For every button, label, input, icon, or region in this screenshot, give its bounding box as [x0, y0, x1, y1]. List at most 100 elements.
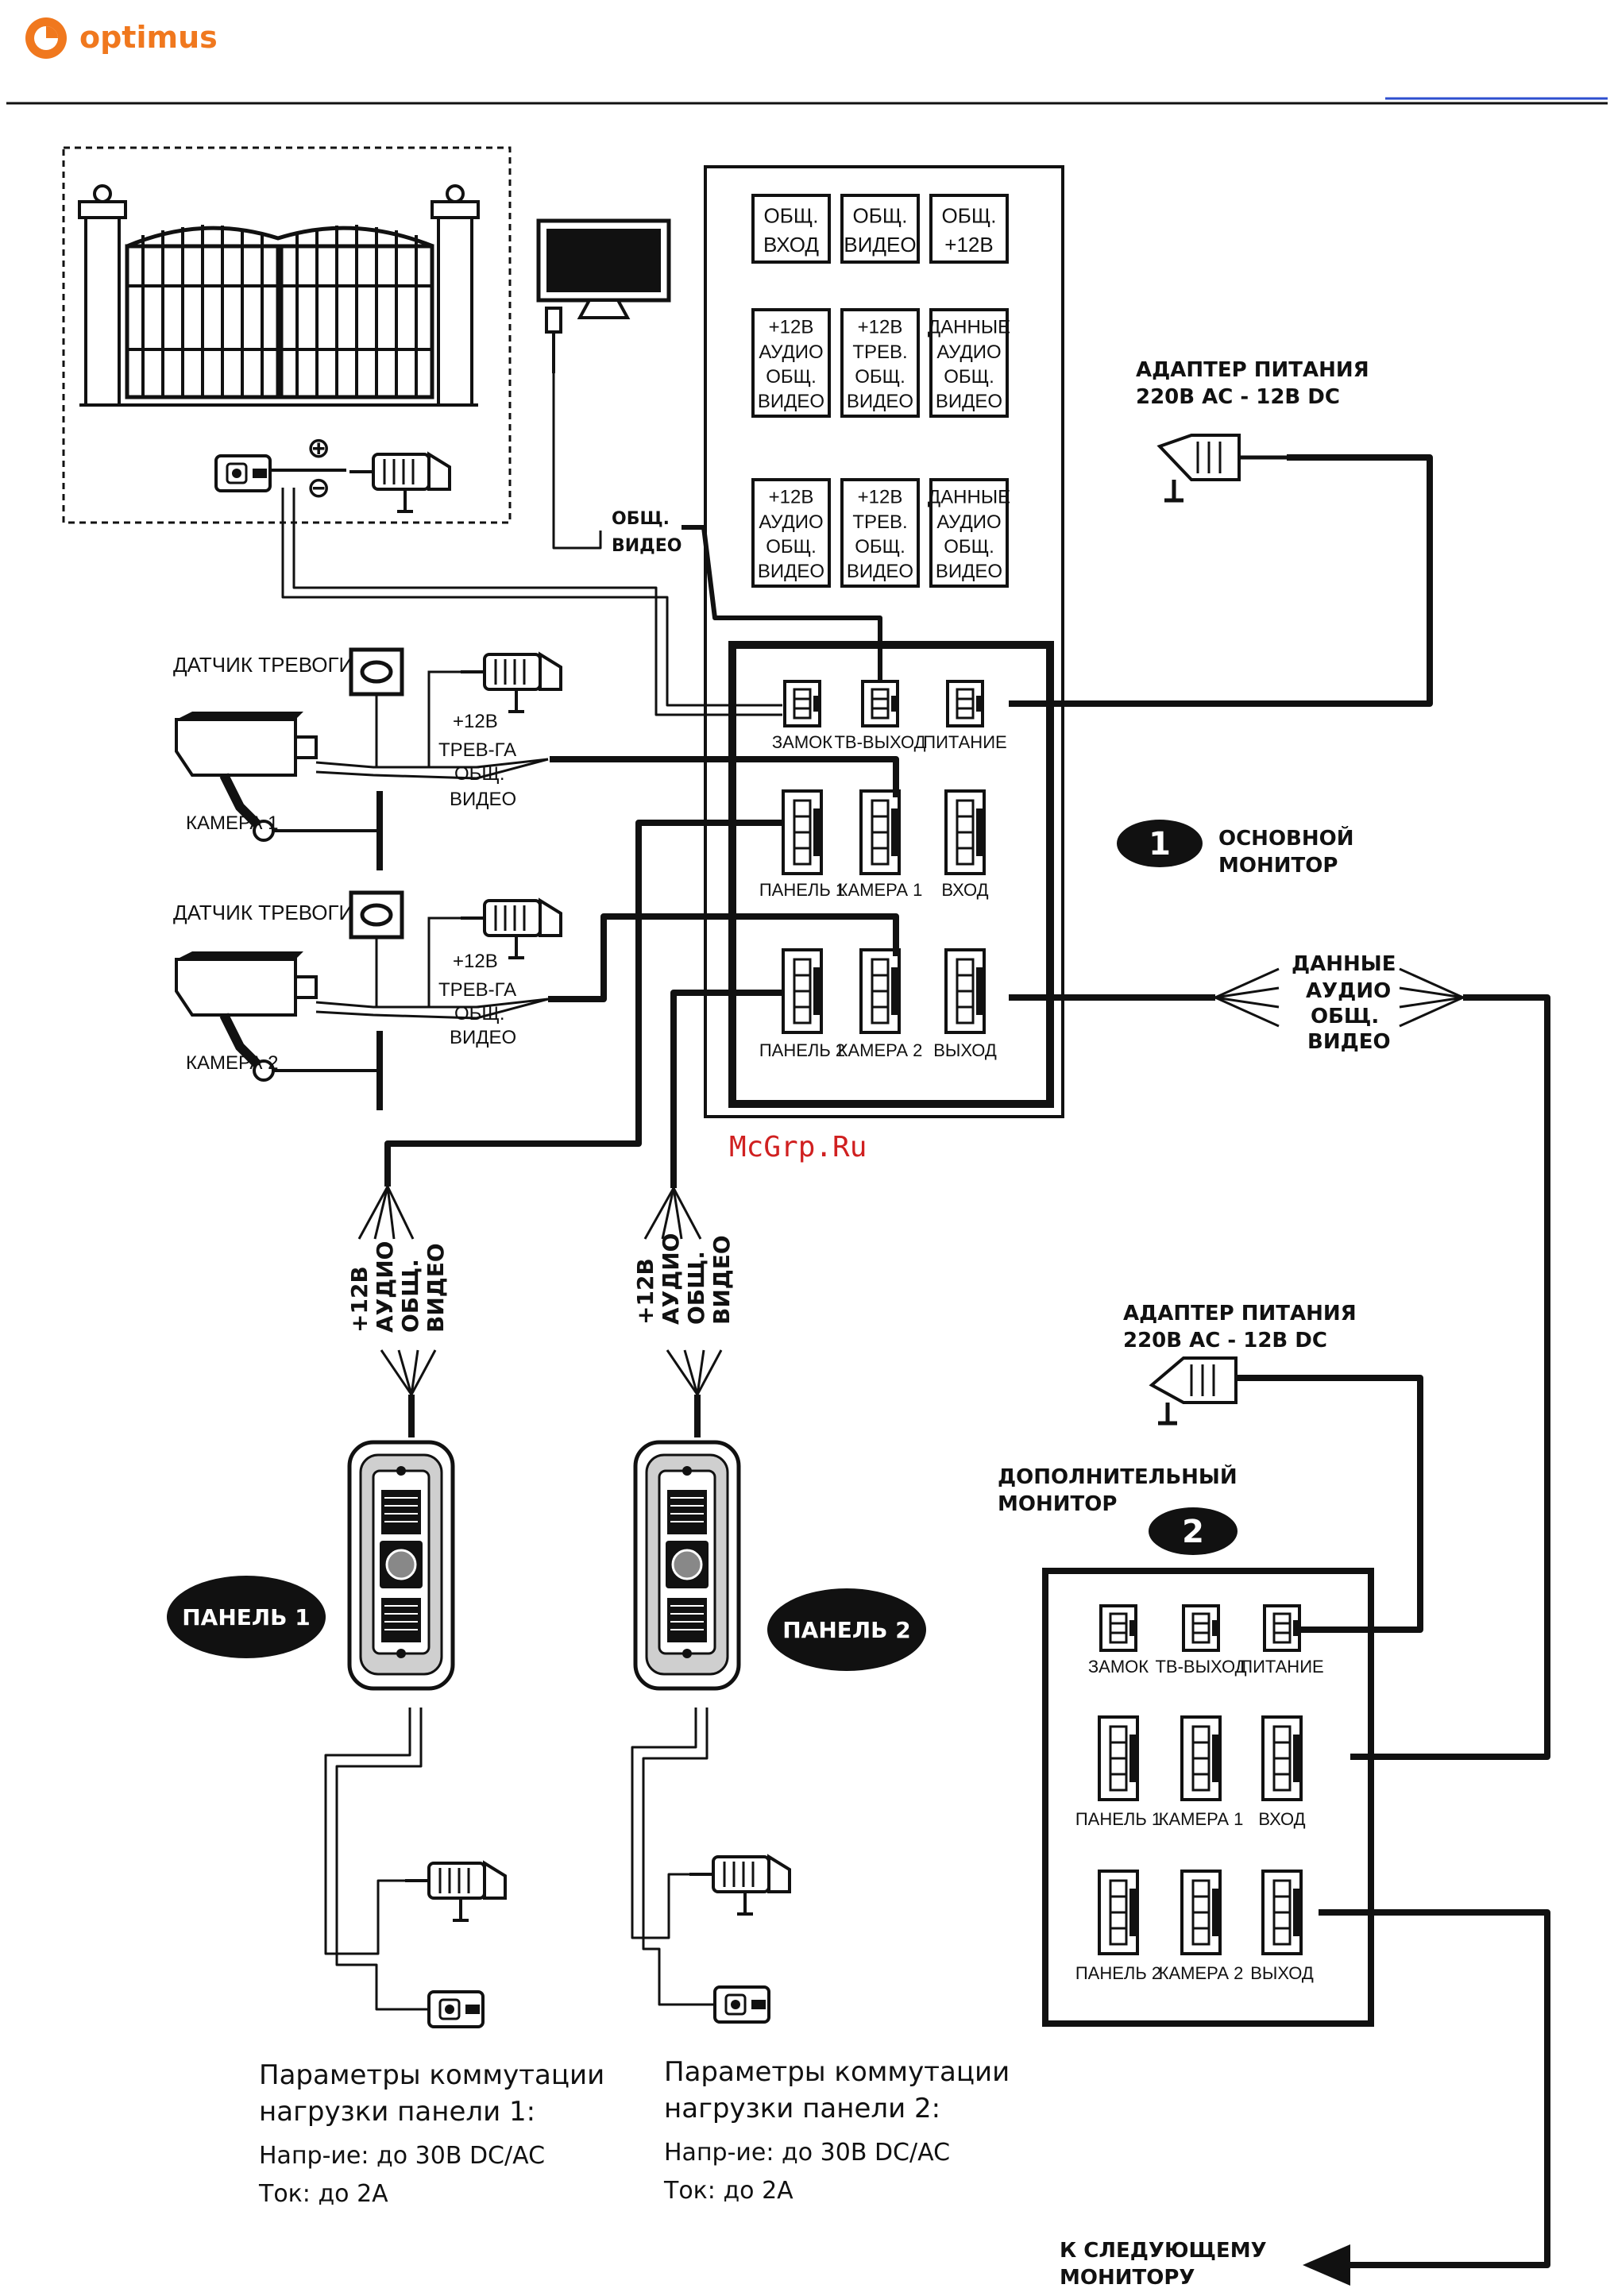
- legend-line: ОБЩ.: [855, 366, 905, 388]
- camera-1-wire-video: ВИДЕО: [450, 789, 516, 810]
- camera-1-icon: [176, 712, 383, 870]
- port-label: ПАНЕЛЬ 1: [1075, 1809, 1161, 1829]
- data-bus-fan: [1214, 967, 1464, 1028]
- legend-line: ОБЩ.: [944, 536, 994, 558]
- legend-line: АУДИО: [759, 511, 823, 533]
- port-label: КАМЕРА 1: [838, 880, 923, 900]
- camera-1-wire-gnd: ОБЩ.: [454, 763, 505, 785]
- connector-питание-icon: [1263, 1604, 1303, 1652]
- camera-1-wire-alarm: ТРЕВ-ГА: [438, 739, 516, 761]
- port-label: ВЫХОД: [1250, 1963, 1314, 1983]
- port-label: КАМЕРА 2: [1159, 1963, 1244, 1983]
- legend-line: ВИДЕО: [844, 233, 916, 257]
- call-panel-2-icon: [635, 1442, 739, 1688]
- legend-line: ОБЩ.: [944, 366, 994, 388]
- main-monitor-connector-panel: [728, 641, 1054, 1108]
- extra-monitor-title-1: ДОПОЛНИТЕЛЬНЫЙ: [998, 1464, 1238, 1489]
- camera-2-wire-video: ВИДЕО: [450, 1027, 516, 1048]
- port-label: ПАНЕЛЬ 1: [759, 880, 845, 900]
- extra-monitor-connector-panel: [1042, 1568, 1374, 2027]
- power-plug-icon: [348, 453, 451, 513]
- camera-2-wires: [315, 916, 549, 1020]
- legend-line: ОБЩ.: [853, 204, 908, 228]
- connector-камера-2-icon: [1180, 1870, 1222, 1955]
- panel-1-badge: [167, 1576, 326, 1658]
- call-panel-1-icon: [349, 1442, 453, 1688]
- camera-1-plug-icon: [459, 653, 562, 713]
- panel-2-wire-fan: [643, 1187, 723, 1437]
- legend-line: ДАННЫЕ: [928, 487, 1010, 508]
- legend-line: ВИДЕО: [758, 391, 824, 412]
- panel-2-wire-audio: АУДИО: [658, 1233, 684, 1325]
- port-label: ВЫХОД: [933, 1040, 997, 1060]
- legend-block: [929, 308, 1009, 418]
- tv-label-line2: ВИДЕО: [612, 536, 682, 556]
- legend-line: ТРЕВ.: [852, 511, 907, 533]
- camera-2-label: КАМЕРА 2: [186, 1052, 278, 1074]
- legend-block: [840, 308, 920, 418]
- legend-line: ОБЩ.: [766, 536, 817, 558]
- legend-block: [929, 478, 1009, 588]
- data-bus-label-4: ВИДЕО: [1307, 1030, 1391, 1054]
- connector-панель-1-icon: [782, 789, 823, 875]
- panel-2-wire-video: ВИДЕО: [709, 1235, 735, 1325]
- main-monitor-badge-number: 1: [1149, 826, 1171, 862]
- port-label: КАМЕРА 1: [1159, 1809, 1244, 1829]
- legend-line: +12В: [769, 487, 814, 508]
- panel-1-lock-icon: [427, 1990, 485, 2028]
- port-label: КАМЕРА 2: [838, 1040, 923, 1060]
- connector-панель-1-icon: [1098, 1715, 1139, 1801]
- adapter-1-line1: АДАПТЕР ПИТАНИЯ: [1136, 358, 1369, 382]
- camera-2-icon: [176, 951, 383, 1110]
- params-2-title-1: Параметры коммутации: [664, 2056, 1010, 2088]
- extra-monitor-badge: [1149, 1507, 1238, 1555]
- legend-line: ОБЩ.: [766, 366, 817, 388]
- connector-камера-1-icon: [859, 789, 901, 875]
- minus-sign: ⊖: [307, 472, 330, 504]
- header: optimus: [6, 17, 1608, 105]
- panel-1-wire-12v: +12В: [346, 1266, 373, 1333]
- legend-line: АУДИО: [936, 342, 1001, 363]
- next-monitor-line2: МОНИТОРУ: [1060, 2266, 1195, 2290]
- panel-1-wire-video: ВИДЕО: [423, 1243, 449, 1333]
- adapter-2-line2: 220В АС - 12В DC: [1123, 1329, 1327, 1353]
- panel-1-plug-icon: [404, 1862, 507, 1922]
- legend-block: [751, 308, 831, 418]
- alarm-sensor-1-icon: [351, 650, 402, 694]
- next-monitor-line1: К СЛЕДУЮЩЕМУ: [1060, 2239, 1267, 2263]
- legend-block: [840, 478, 920, 588]
- adapter-1-plug-icon: [1156, 434, 1287, 503]
- panel-2-plug-icon: [688, 1855, 791, 1916]
- adapter-1-line2: 220В АС - 12В DC: [1136, 385, 1340, 409]
- connector-тв-выход-icon: [861, 680, 901, 727]
- legend-line: ВИДЕО: [936, 391, 1002, 412]
- panel-1-badge-label: ПАНЕЛЬ 1: [182, 1604, 311, 1630]
- legend-line: ВИДЕО: [758, 561, 824, 582]
- connector-замок-icon: [783, 680, 823, 727]
- connector-тв-выход-icon: [1182, 1604, 1222, 1652]
- params-1-current: Ток: до 2А: [258, 2180, 388, 2208]
- main-monitor-title-2: МОНИТОР: [1218, 854, 1338, 878]
- legend-block: [751, 478, 831, 588]
- legend-line: АУДИО: [759, 342, 823, 363]
- params-2-title-2: нагрузки панели 2:: [664, 2093, 940, 2124]
- connector-панель-2-icon: [782, 948, 823, 1034]
- legend-line: ТРЕВ.: [852, 342, 907, 363]
- connector-выход-icon: [1261, 1870, 1303, 1955]
- panel-1-wire-audio: АУДИО: [372, 1241, 398, 1333]
- optimus-logo-icon: [25, 17, 67, 59]
- params-1-voltage: Напр-ие: до 30В DC/AC: [259, 2142, 545, 2170]
- camera-2-wire-alarm: ТРЕВ-ГА: [438, 979, 516, 1001]
- port-label: ПИТАНИЕ: [1240, 1657, 1323, 1677]
- params-1-title-1: Параметры коммутации: [259, 2059, 604, 2091]
- adapter-2-line1: АДАПТЕР ПИТАНИЯ: [1123, 1302, 1357, 1326]
- camera-1-wires: [315, 670, 549, 780]
- main-monitor-legend-frame: [704, 165, 1064, 1118]
- legend-line: ОБЩ.: [942, 204, 997, 228]
- legend-line: АУДИО: [936, 511, 1001, 533]
- port-label: ПАНЕЛЬ 2: [759, 1040, 845, 1060]
- legend-block: [840, 194, 920, 264]
- camera-1-wire-12v: +12В: [453, 711, 498, 732]
- main-monitor-title-1: ОСНОВНОЙ: [1218, 825, 1354, 851]
- plus-sign: ⊕: [307, 432, 330, 465]
